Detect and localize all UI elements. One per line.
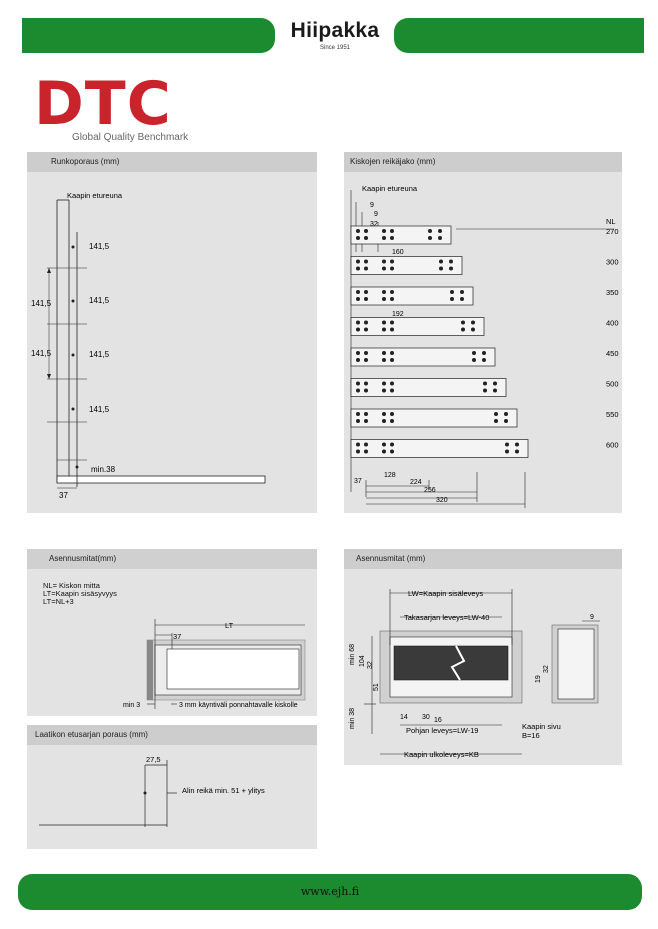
lt-label: LT bbox=[225, 621, 234, 630]
panel-etusarjan-poraus: Laatikon etusarjan poraus (mm) 27,5 Alin… bbox=[27, 725, 317, 849]
left-dim-label: 51 bbox=[373, 683, 380, 691]
spacing-label: 141,5 bbox=[89, 350, 110, 359]
bottom-dim-label: 37 bbox=[354, 478, 362, 485]
dim-label: 27,5 bbox=[146, 755, 161, 764]
panel-title: Runkoporaus (mm) bbox=[27, 152, 317, 172]
rail-length-label: 550 bbox=[606, 410, 619, 419]
rail-length-label: 350 bbox=[606, 288, 619, 297]
poraus-diagram: 27,5 Alin reikä min. 51 + ylitys bbox=[39, 755, 265, 827]
panel-title: Asennusmitat(mm) bbox=[27, 549, 317, 569]
lw-label: LW=Kaapin sisäleveys bbox=[408, 589, 483, 598]
panel-title: Laatikon etusarjan poraus (mm) bbox=[27, 725, 317, 745]
panel-asennusmitat-leveys: Asennusmitat (mm) LW=Kaapin sisäleveys T… bbox=[344, 549, 622, 765]
rail-row: 450 bbox=[350, 347, 619, 367]
dtc-logo-mark: DTC bbox=[34, 69, 172, 139]
header-green-bar-left bbox=[22, 18, 275, 53]
rail-length-label: 600 bbox=[606, 441, 619, 450]
front-edge-label: Kaapin etureuna bbox=[362, 184, 418, 193]
inner-dim-label: 192 bbox=[392, 311, 404, 318]
legend-line: NL= Kiskon mitta bbox=[43, 581, 100, 590]
panel-kiskojen-reikajako: Kiskojen reikäjako (mm) Kaapin etureuna … bbox=[344, 152, 622, 513]
asennusmitat-diagram: LT 37 min 3 3 mm käyntiväli ponnahtavall… bbox=[123, 619, 306, 709]
panel-runkoporaus: Runkoporaus (mm) Kaapin etureuna 141,5 1… bbox=[27, 152, 317, 513]
note-label: 3 mm käyntiväli ponnahtavalle kiskolle bbox=[179, 702, 298, 709]
header-green-bar-right bbox=[394, 18, 644, 53]
left-dim-label: 32 bbox=[367, 661, 374, 669]
min-label: min.38 bbox=[91, 465, 116, 474]
rail-row: 400 bbox=[350, 317, 619, 336]
rail-length-label: 450 bbox=[606, 349, 619, 358]
side-spacing-label: 141,5 bbox=[31, 349, 52, 358]
b16-label: B=16 bbox=[522, 731, 540, 740]
note-label: Alin reikä min. 51 + ylitys bbox=[182, 786, 265, 795]
rail-row: 600 bbox=[350, 439, 619, 458]
rail-row: 300 bbox=[350, 256, 619, 275]
front-edge-label: Kaapin etureuna bbox=[67, 191, 123, 200]
kb-label: Kaapin ulkoleveys=KB bbox=[404, 750, 479, 759]
inner-dim-label: 160 bbox=[392, 249, 404, 256]
right-dim-label: 9 bbox=[590, 614, 594, 621]
rail-length-label: 300 bbox=[606, 258, 619, 267]
right-dim-label: 19 bbox=[535, 675, 542, 683]
side-spacing-label: 141,5 bbox=[31, 299, 52, 308]
footer-bar: www.ejh.fi bbox=[18, 874, 642, 910]
bottom-dim-label: 256 bbox=[424, 487, 436, 494]
bottom-dim-label: 128 bbox=[384, 472, 396, 479]
bottom-dim-label: 37 bbox=[59, 491, 68, 500]
runkoporaus-diagram: Kaapin etureuna 141,5 141,5 141,5 141,5 … bbox=[31, 191, 266, 500]
top-dim-label: 9 bbox=[370, 202, 374, 209]
dtc-logo-tagline: Global Quality Benchmark bbox=[72, 132, 189, 143]
pohja-label: Pohjan leveys=LW-19 bbox=[406, 726, 478, 735]
bottom-dim-label: 224 bbox=[410, 479, 422, 486]
leveys-diagram: LW=Kaapin sisäleveys Takasarjan leveys=L… bbox=[349, 589, 600, 759]
rail-length-label: 400 bbox=[606, 319, 619, 328]
spacing-label: 141,5 bbox=[89, 296, 110, 305]
spacing-label: 141,5 bbox=[89, 405, 110, 414]
min3-label: min 3 bbox=[123, 702, 140, 709]
bottom-num-label: 14 bbox=[400, 714, 408, 721]
top-dim-label: 32 bbox=[370, 221, 378, 228]
nl-label: NL bbox=[606, 217, 616, 226]
min38-label: min 38 bbox=[349, 708, 356, 729]
hiipakka-brand: Hiipakka Since 1951 bbox=[285, 18, 385, 52]
rail-length-label: 270 bbox=[606, 227, 619, 236]
bottom-num-label: 30 bbox=[422, 714, 430, 721]
left-dim-label: 104 bbox=[359, 655, 366, 667]
rail-row: 350 bbox=[350, 286, 619, 306]
footer-url[interactable]: www.ejh.fi bbox=[300, 885, 360, 898]
panel-title: Asennusmitat (mm) bbox=[344, 549, 622, 569]
right-dim-label: 32 bbox=[543, 665, 550, 673]
rail-row: 270 bbox=[350, 225, 619, 245]
panel-title: Kiskojen reikäjako (mm) bbox=[344, 152, 622, 172]
spacing-label: 141,5 bbox=[89, 242, 110, 251]
back-width-label: Takasarjan leveys=LW-40 bbox=[404, 613, 489, 622]
side-label: Kaapin sivu bbox=[522, 722, 561, 731]
rail-row: 500 bbox=[350, 378, 619, 397]
panel-asennusmitat: Asennusmitat(mm) NL= Kiskon mitta LT=Kaa… bbox=[27, 549, 317, 716]
dim-37-label: 37 bbox=[173, 632, 181, 641]
brand-name: Hiipakka bbox=[290, 19, 380, 42]
rail-length-label: 500 bbox=[606, 380, 619, 389]
bottom-num-label: 16 bbox=[434, 717, 442, 724]
bottom-dim-label: 320 bbox=[436, 497, 448, 504]
brand-since: Since 1951 bbox=[319, 45, 351, 51]
legend-line: LT=Kaapin sisäsyvyys bbox=[43, 589, 117, 598]
top-dim-label: 9 bbox=[374, 211, 378, 218]
legend-line: LT=NL+3 bbox=[43, 597, 74, 606]
rail-row: 550 bbox=[350, 408, 619, 428]
left-dim-label: min 68 bbox=[349, 644, 356, 665]
rails-diagram: Kaapin etureuna 9 9 32 NL 160 192 37 128… bbox=[350, 184, 619, 508]
dtc-logo: DTC Global Quality Benchmark bbox=[32, 74, 202, 150]
